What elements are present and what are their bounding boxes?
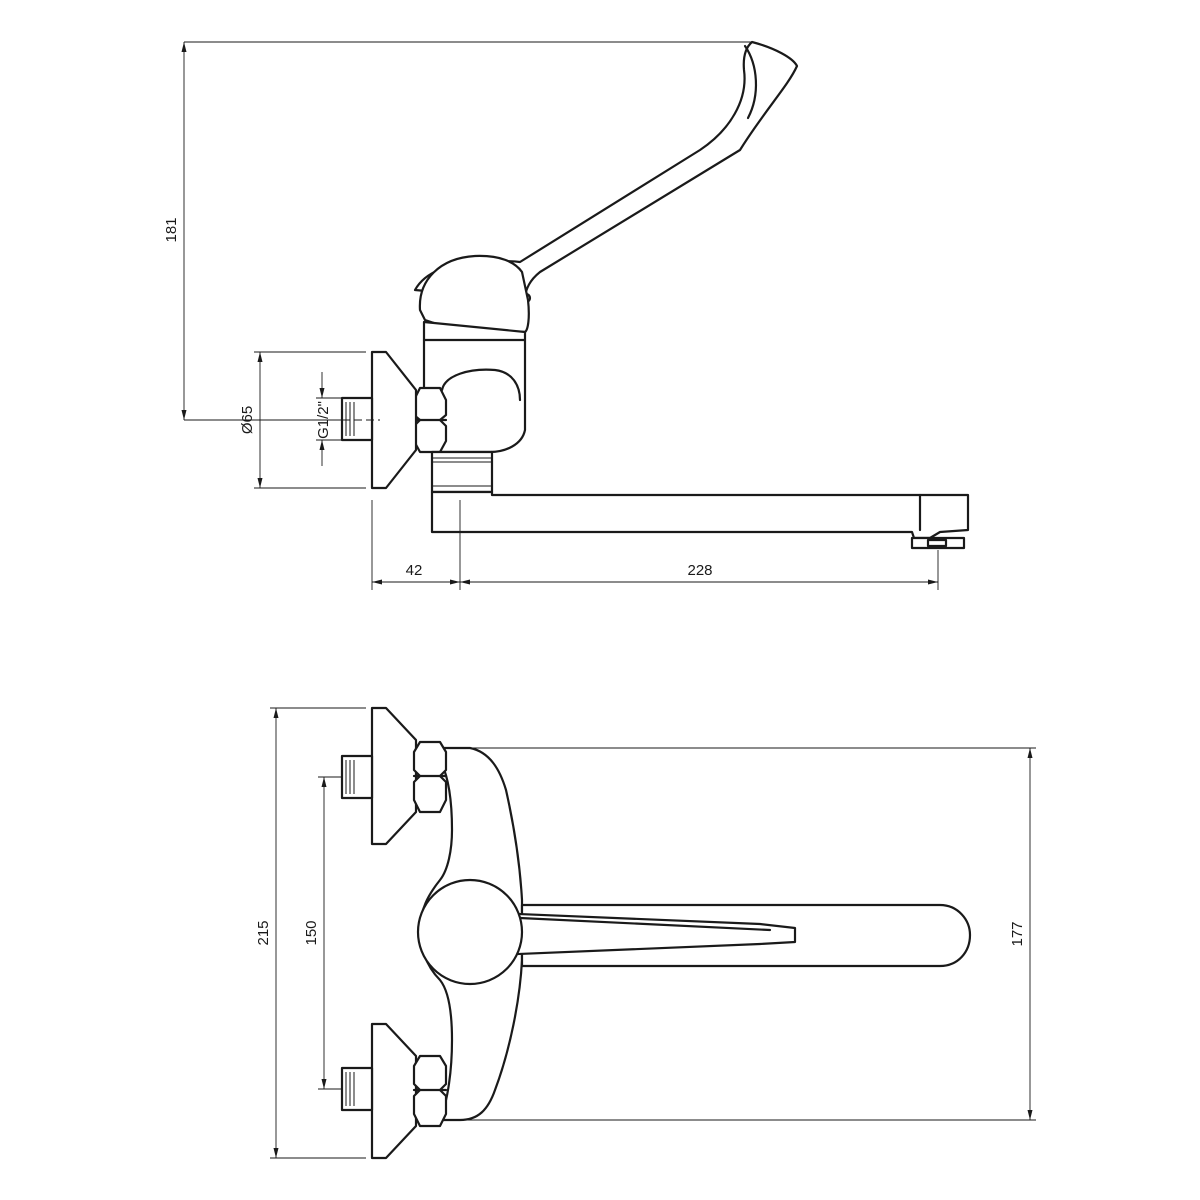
inlet-stub-bottom bbox=[340, 1066, 374, 1112]
wall-flange-bottom bbox=[370, 1022, 418, 1160]
dim-thread: G1/2" bbox=[315, 401, 332, 439]
wall-flange-top bbox=[370, 706, 418, 846]
cartridge-cap bbox=[416, 878, 524, 986]
dim-177: 177 bbox=[1009, 921, 1026, 946]
side-view: 181 Ø65 G1/2" 42 228 bbox=[163, 40, 970, 590]
spout-side bbox=[430, 490, 970, 540]
dim-228: 228 bbox=[687, 562, 712, 579]
dim-150: 150 bbox=[303, 920, 320, 945]
aerator bbox=[910, 536, 966, 550]
swivel-collar bbox=[430, 450, 494, 494]
wall-flange-side bbox=[370, 350, 418, 490]
dim-181: 181 bbox=[163, 217, 180, 242]
dim-42: 42 bbox=[406, 562, 423, 579]
front-view: 215 150 177 bbox=[255, 706, 1036, 1160]
upper-inlet bbox=[340, 706, 448, 846]
dim-215: 215 bbox=[255, 920, 272, 945]
lower-inlet bbox=[340, 1022, 448, 1160]
handle-cap bbox=[418, 254, 530, 334]
inlet-stub-side bbox=[340, 396, 374, 442]
dim-flange-diameter: Ø65 bbox=[239, 406, 256, 434]
